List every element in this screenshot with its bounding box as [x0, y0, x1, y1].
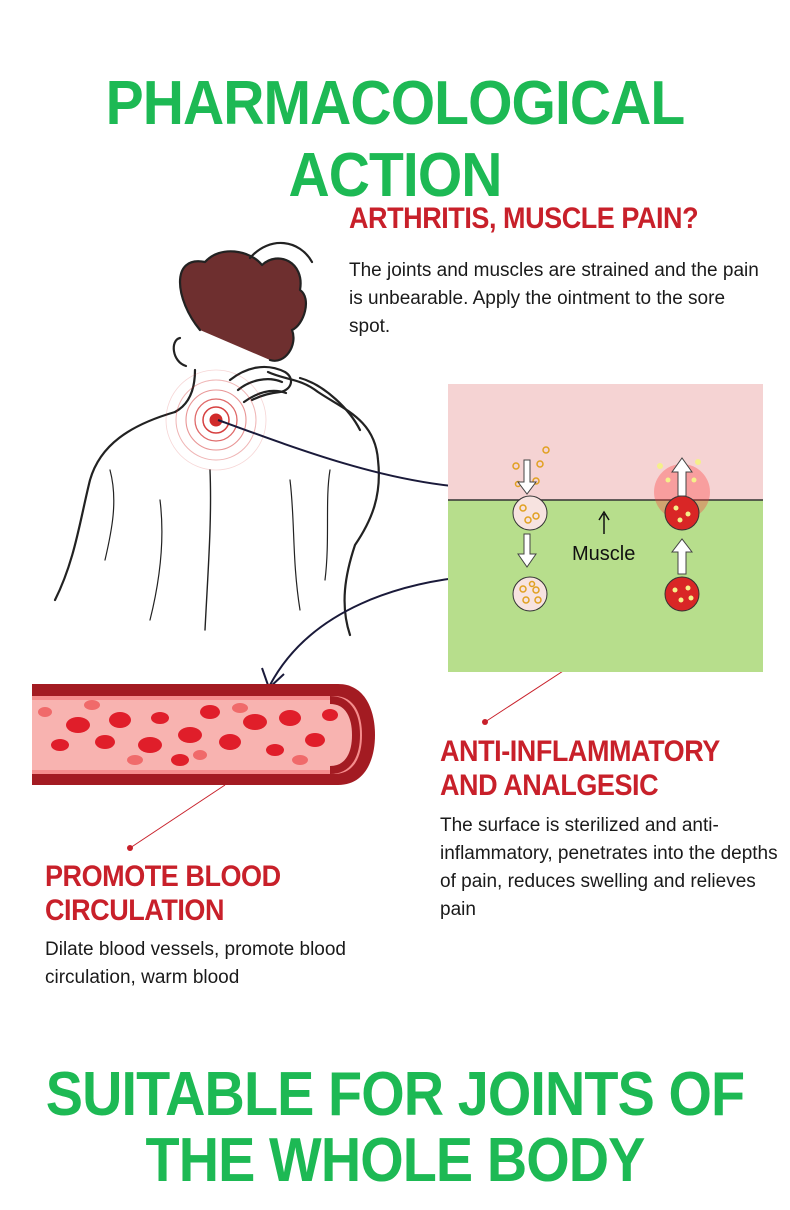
anti-heading-line1: ANTI-INFLAMMATORY [440, 735, 720, 768]
arrow-icon [217, 419, 466, 497]
absorption-icon [512, 446, 550, 612]
blood-vessel-illustration [32, 684, 375, 785]
blood-circulation-text: Dilate blood vessels, promote blood circ… [45, 939, 347, 988]
anti-inflammatory-text: The surface is sterilized and anti-infla… [440, 815, 778, 920]
bottom-title-line1: SUITABLE FOR JOINTS OF [45, 1060, 745, 1129]
skin-muscle-diagram [448, 384, 763, 672]
arthritis-heading: ARTHRITIS, MUSCLE PAIN? [349, 202, 699, 235]
muscle-label: Muscle [572, 543, 636, 565]
bottom-title: SUITABLE FOR JOINTS OF THE WHOLE BODY [40, 1062, 751, 1194]
blood-circulation-heading: PROMOTE BLOOD CIRCULATION [45, 860, 281, 928]
bottom-title-line2: THE WHOLE BODY [145, 1126, 646, 1195]
arthritis-text: The joints and muscles are strained and … [349, 260, 759, 337]
inflammation-icon [654, 457, 710, 612]
page-title: PHARMACOLOGICAL ACTION [105, 69, 686, 210]
anti-inflammatory-heading: ANTI-INFLAMMATORY AND ANALGESIC [440, 735, 720, 803]
pain-target-icon [165, 369, 267, 471]
anti-heading-line2: AND ANALGESIC [440, 769, 659, 802]
blood-heading-line1: PROMOTE BLOOD [45, 860, 281, 893]
blood-heading-line2: CIRCULATION [45, 894, 225, 927]
back-pain-illustration [53, 242, 380, 637]
